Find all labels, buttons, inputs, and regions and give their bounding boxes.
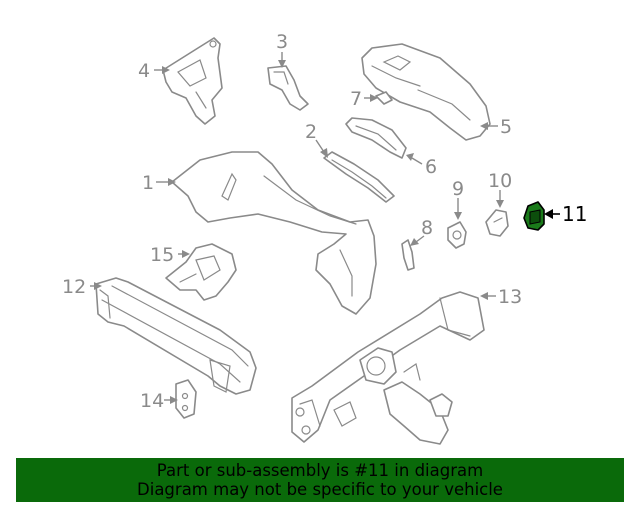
callout-labels: 1 2 3 4 5 6 7 8 9 10 11 12 13 14 15 [62, 31, 587, 412]
callout-14[interactable]: 14 [140, 390, 164, 412]
part-11-highlighted[interactable] [523, 201, 545, 231]
part-3-bracket[interactable] [267, 65, 309, 111]
callout-4[interactable]: 4 [138, 60, 150, 82]
part-13-trailer-hitch[interactable] [291, 291, 485, 445]
leader-lines [90, 52, 560, 404]
part-15-bracket[interactable] [165, 243, 237, 301]
callout-15[interactable]: 15 [150, 244, 174, 266]
callout-9[interactable]: 9 [452, 178, 464, 200]
callout-6[interactable]: 6 [425, 156, 437, 178]
part-10-sensor-bracket[interactable] [485, 209, 509, 237]
exploded-parts-diagram: 1 2 3 4 5 6 7 8 9 10 11 12 13 14 15 [62, 31, 587, 445]
callout-2[interactable]: 2 [305, 121, 317, 143]
callout-7[interactable]: 7 [350, 88, 362, 110]
part-1-bumper-cover[interactable] [171, 151, 377, 315]
callout-5[interactable]: 5 [500, 116, 512, 138]
part-7-clip[interactable] [375, 91, 393, 105]
callout-11[interactable]: 11 [562, 202, 587, 226]
banner-line-disclaimer: Diagram may not be specific to your vehi… [137, 480, 503, 499]
part-8-clip[interactable] [401, 239, 415, 271]
part-4-bracket[interactable] [162, 37, 223, 125]
part-12-reinforcement-beam[interactable] [95, 277, 257, 395]
callout-13[interactable]: 13 [498, 286, 522, 308]
part-2-reflector-strip[interactable] [323, 151, 395, 203]
banner-line-part-number: Part or sub-assembly is #11 in diagram [156, 461, 484, 480]
part-6-bracket[interactable] [345, 117, 407, 159]
callout-1[interactable]: 1 [142, 172, 154, 194]
callout-3[interactable]: 3 [276, 31, 288, 53]
callout-12[interactable]: 12 [62, 276, 86, 298]
part-9-sensor-housing[interactable] [447, 221, 467, 249]
diagram-notice-banner: Part or sub-assembly is #11 in diagram D… [16, 458, 624, 502]
callout-10[interactable]: 10 [488, 170, 512, 192]
callout-8[interactable]: 8 [421, 217, 433, 239]
part-14-mounting-plate[interactable] [175, 379, 197, 419]
